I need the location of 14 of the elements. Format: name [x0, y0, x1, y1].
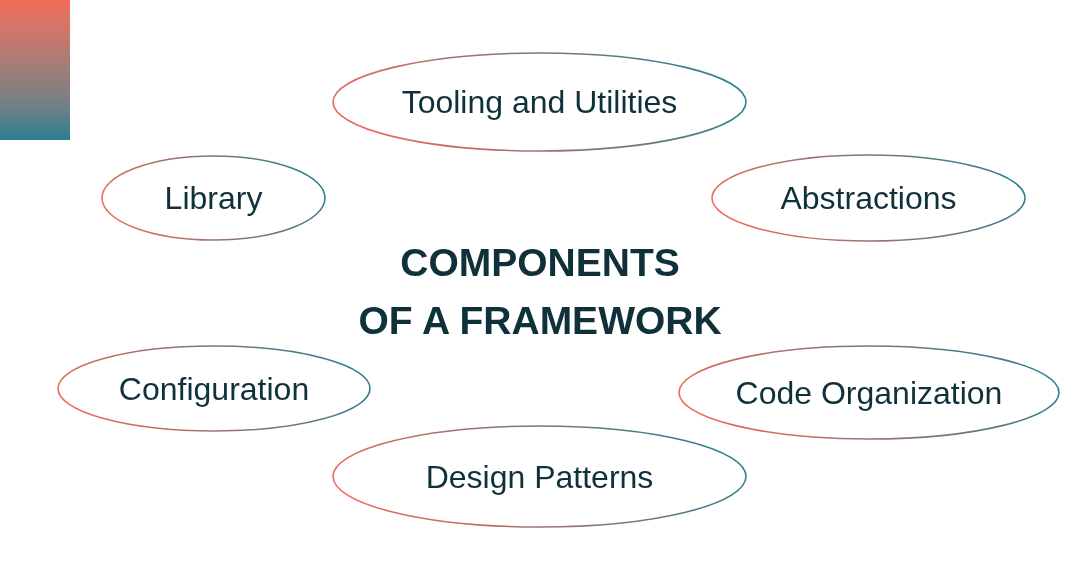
oval-node: [678, 345, 1060, 440]
oval-node: [711, 154, 1026, 242]
diagram-title: COMPONENTS OF A FRAMEWORK: [357, 240, 723, 344]
node-label: Library: [164, 179, 263, 218]
node-label: Tooling and Utilities: [401, 83, 678, 122]
oval-node: [332, 425, 747, 528]
node-label: Design Patterns: [425, 457, 654, 497]
node-label: Abstractions: [780, 179, 957, 218]
oval-node: [101, 155, 326, 241]
node-label: Code Organization: [735, 373, 1003, 413]
oval-node: [57, 345, 371, 432]
node-label: Configuration: [118, 369, 310, 409]
oval-node: [332, 52, 747, 152]
gradient-block: [0, 0, 70, 140]
